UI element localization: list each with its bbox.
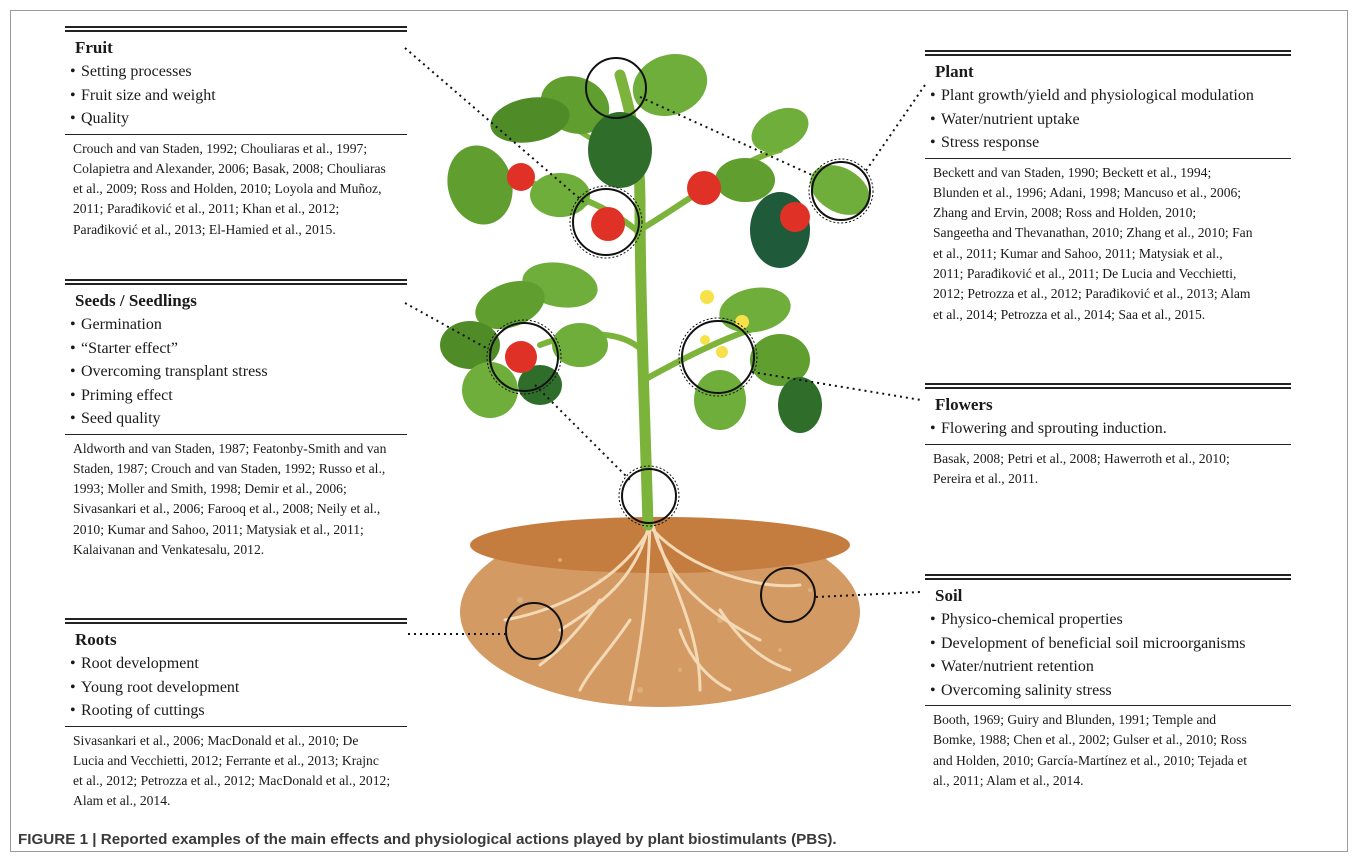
flowers-panel-rule-top	[925, 383, 1291, 389]
list-item: •Overcoming salinity stress	[925, 679, 1291, 703]
fruit-references: Crouch and van Staden, 1992; Chouliaras …	[65, 135, 391, 240]
list-item: •“Starter effect”	[65, 337, 407, 361]
roots-effects-list: •Root development •Young root developmen…	[65, 652, 407, 723]
roots-panel: Roots •Root development •Young root deve…	[65, 618, 407, 812]
roots-panel-rule-top	[65, 618, 407, 624]
fruit-panel-rule-top	[65, 26, 407, 32]
soil-panel-rule-top	[925, 574, 1291, 580]
list-item: •Setting processes	[65, 60, 407, 84]
list-item: •Fruit size and weight	[65, 84, 407, 108]
flowers-panel: Flowers •Flowering and sprouting inducti…	[925, 383, 1291, 489]
flowers-references: Basak, 2008; Petri et al., 2008; Hawerro…	[925, 445, 1255, 490]
figure-caption: FIGURE 1 | Reported examples of the main…	[18, 831, 837, 848]
seeds-panel: Seeds / Seedlings •Germination •“Starter…	[65, 279, 407, 560]
plant-panel-title: Plant	[935, 62, 1291, 82]
plant-panel-rule-top	[925, 50, 1291, 56]
fruit-panel-title: Fruit	[75, 38, 407, 58]
list-item: •Overcoming transplant stress	[65, 360, 407, 384]
soil-effects-list: •Physico-chemical properties •Developmen…	[925, 608, 1291, 702]
seeds-panel-title: Seeds / Seedlings	[75, 291, 407, 311]
plant-references: Beckett and van Staden, 1990; Beckett et…	[925, 159, 1255, 325]
list-item: •Stress response	[925, 131, 1291, 155]
soil-panel: Soil •Physico-chemical properties •Devel…	[925, 574, 1291, 791]
list-item: •Development of beneficial soil microorg…	[925, 632, 1291, 656]
list-item: •Seed quality	[65, 407, 407, 431]
list-item: •Flowering and sprouting induction.	[925, 417, 1291, 441]
list-item: •Germination	[65, 313, 407, 337]
list-item: •Water/nutrient uptake	[925, 108, 1291, 132]
list-item: •Priming effect	[65, 384, 407, 408]
fruit-panel: Fruit •Setting processes •Fruit size and…	[65, 26, 407, 240]
plant-effects-list: •Plant growth/yield and physiological mo…	[925, 84, 1291, 155]
fruit-effects-list: •Setting processes •Fruit size and weigh…	[65, 60, 407, 131]
seeds-panel-rule-top	[65, 279, 407, 285]
list-item: •Physico-chemical properties	[925, 608, 1291, 632]
roots-references: Sivasankari et al., 2006; MacDonald et a…	[65, 727, 391, 812]
seeds-effects-list: •Germination •“Starter effect” •Overcomi…	[65, 313, 407, 431]
plant-panel: Plant •Plant growth/yield and physiologi…	[925, 50, 1291, 325]
flowers-panel-title: Flowers	[935, 395, 1291, 415]
seeds-references: Aldworth and van Staden, 1987; Featonby-…	[65, 435, 391, 561]
soil-references: Booth, 1969; Guiry and Blunden, 1991; Te…	[925, 706, 1255, 791]
list-item: •Young root development	[65, 676, 407, 700]
flowers-effects-list: •Flowering and sprouting induction.	[925, 417, 1291, 441]
list-item: •Rooting of cuttings	[65, 699, 407, 723]
list-item: •Water/nutrient retention	[925, 655, 1291, 679]
list-item: •Plant growth/yield and physiological mo…	[925, 84, 1291, 108]
soil-panel-title: Soil	[935, 586, 1291, 606]
roots-panel-title: Roots	[75, 630, 407, 650]
list-item: •Root development	[65, 652, 407, 676]
list-item: •Quality	[65, 107, 407, 131]
